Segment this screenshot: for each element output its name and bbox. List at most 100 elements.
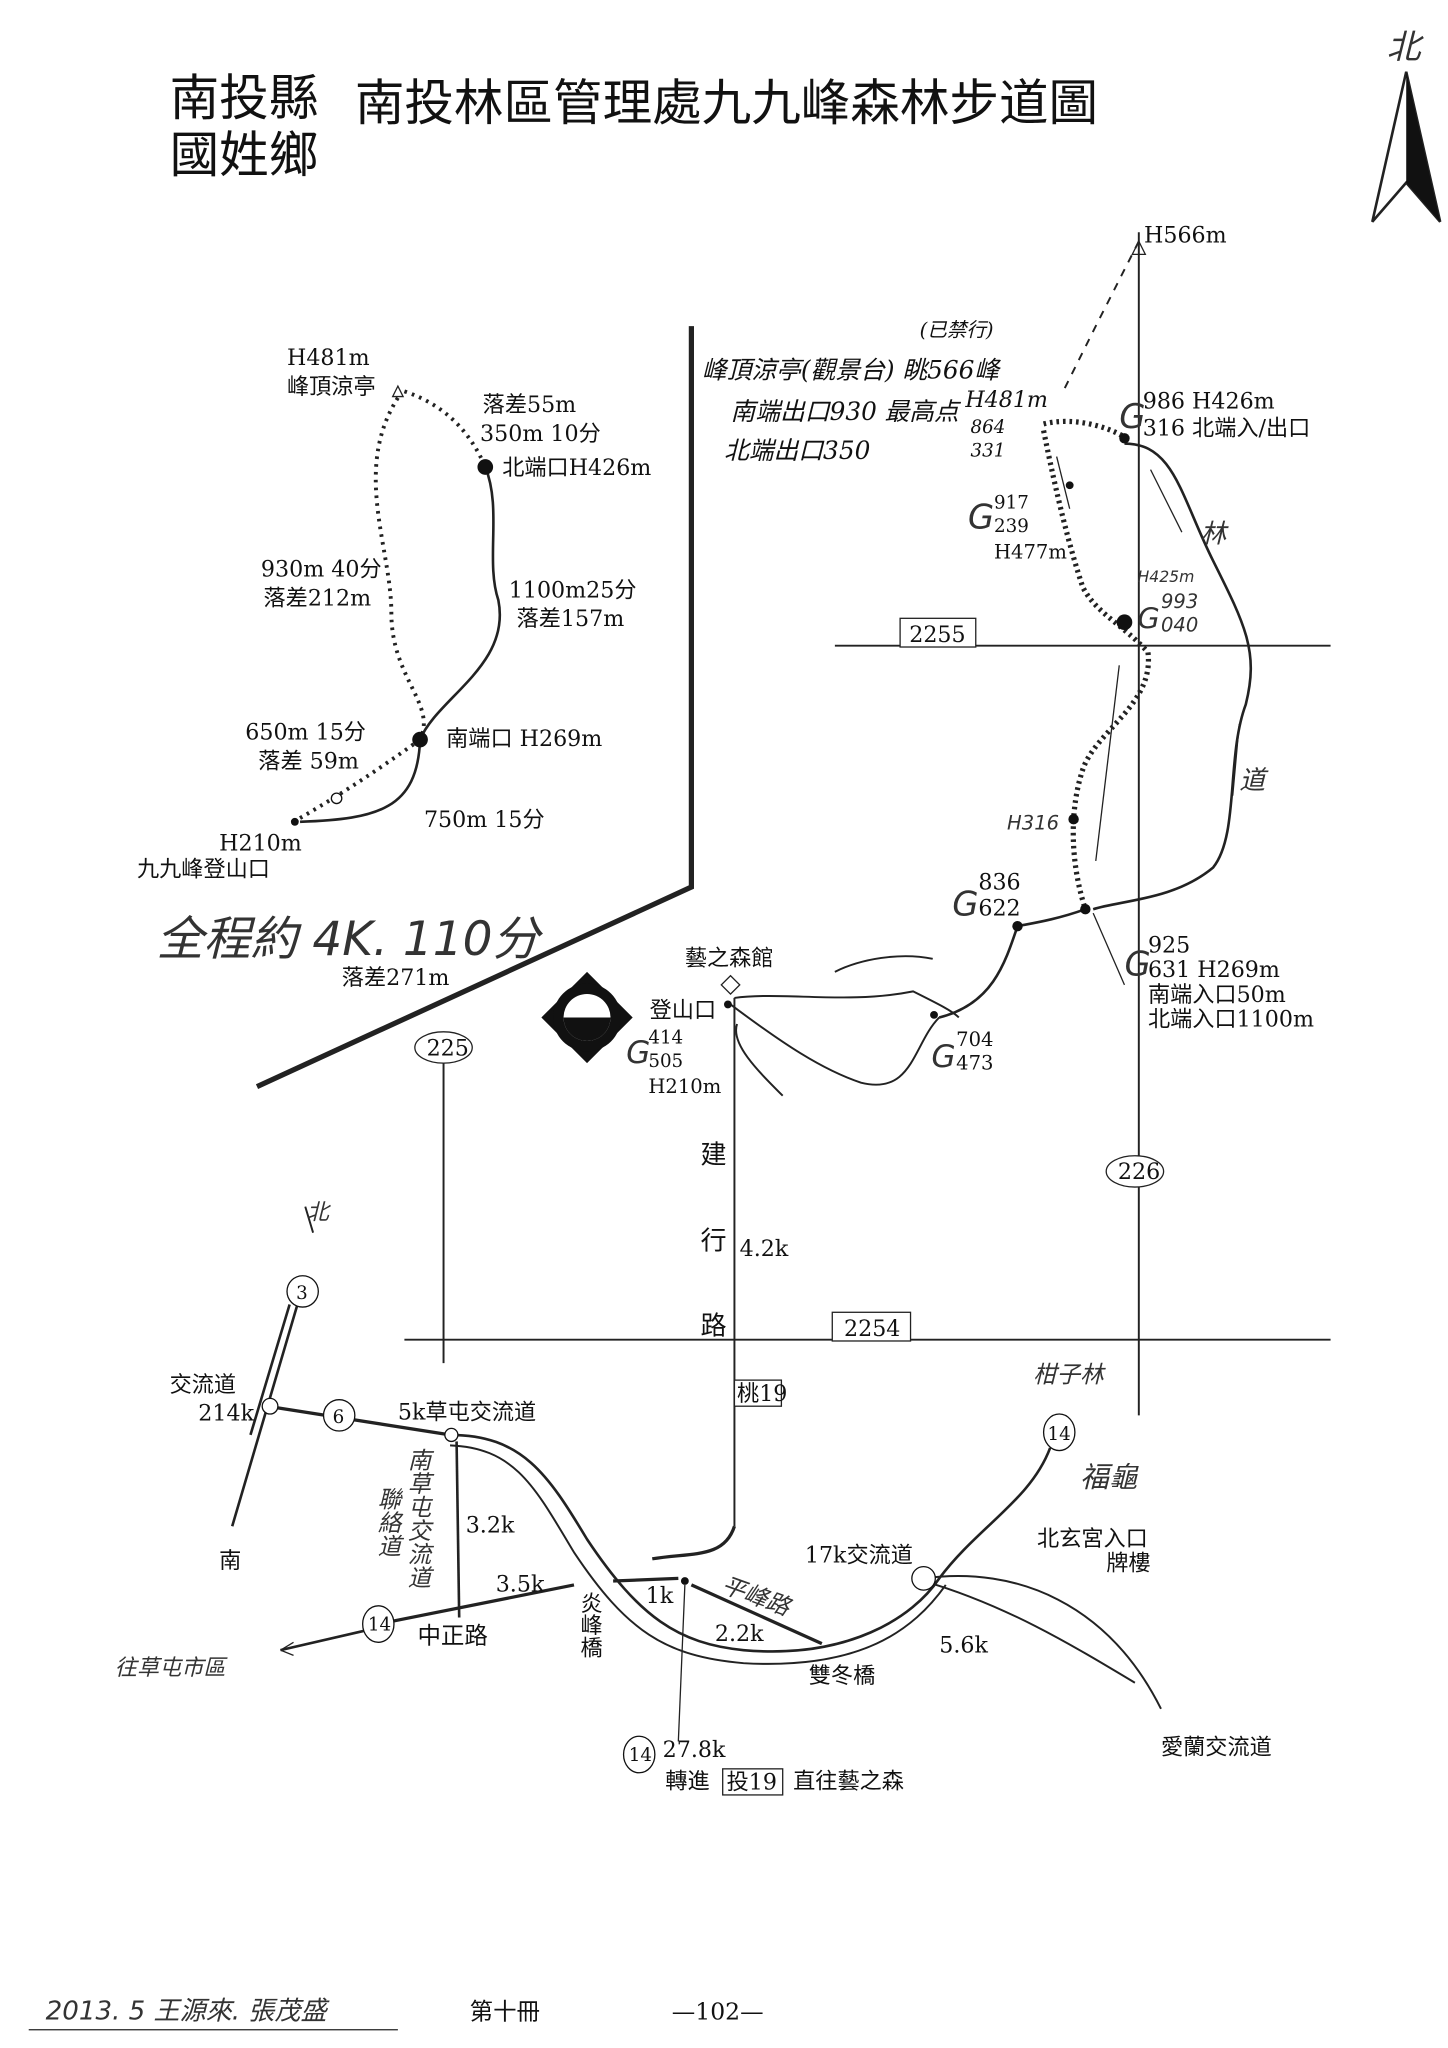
author-signature: 2013. 5 王源來. 張茂盛: [46, 1996, 331, 2026]
g316-label: 316 北端入/出口: [1143, 416, 1311, 442]
h210-label: H210m: [648, 1075, 721, 1098]
h316-label: H316: [1007, 812, 1059, 835]
north-arrow-icon: 北: [1371, 28, 1442, 223]
g505-label: 505: [648, 1051, 683, 1072]
road-225: 225: [427, 1035, 469, 1061]
g622-label: 622: [978, 896, 1020, 922]
distance-1k: 1k: [646, 1583, 674, 1609]
forestry-logo-icon: [541, 971, 633, 1064]
note-highest: 最高点: [884, 397, 962, 426]
g473-label: 473: [956, 1052, 993, 1075]
ailan-interchange: 愛蘭交流道: [1161, 1734, 1272, 1760]
divider-line: [255, 326, 694, 1089]
g925-label: 925: [1148, 932, 1190, 958]
h425-label: H425m: [1138, 567, 1195, 586]
g-marker: G: [1119, 397, 1145, 436]
g917-label: 917: [994, 493, 1029, 514]
peak-height: H481m: [287, 345, 370, 371]
segment-930: 930m 40分: [261, 557, 382, 583]
interchange-17k: 17k交流道: [805, 1543, 913, 1569]
route-tou19: 投19: [727, 1770, 777, 1796]
total-distance-time: 全程約 4K. 110分: [157, 912, 544, 967]
note-g331: 331: [971, 441, 1006, 462]
distance-5-6k: 5.6k: [939, 1633, 988, 1659]
h477-label: H477m: [994, 540, 1067, 563]
caotun-interchange: 5k草屯交流道: [398, 1399, 536, 1425]
g414-label: 414: [648, 1028, 683, 1049]
turn-label: 轉進: [665, 1768, 709, 1794]
north-label-small: 北: [307, 1200, 332, 1226]
km-214: 214k: [198, 1401, 254, 1427]
road-226: 226: [1118, 1159, 1160, 1185]
dao-label: 道: [1239, 766, 1269, 796]
note-h481: H481m: [964, 387, 1048, 413]
g-marker: G: [931, 1039, 955, 1075]
drop-55: 落差55m: [483, 392, 577, 418]
south-entrance: 南端口 H269m: [446, 726, 602, 752]
road-tao19: 桃19: [737, 1381, 787, 1407]
distance-3-5k: 3.5k: [496, 1571, 545, 1597]
trailhead-label: 登山口: [650, 997, 716, 1023]
north-entrance: 北端口H426m: [502, 455, 651, 481]
north-entrance-1100m: 北端入口1100m: [1148, 1007, 1314, 1033]
township-label: 國姓鄉: [170, 126, 319, 184]
map-title: 南投林區管理處九九峰森林步道圖: [355, 74, 1098, 132]
fugui: 福龜: [1080, 1460, 1140, 1494]
total-drop: 落差271m: [342, 965, 450, 991]
g986-label: 986 H426m: [1143, 388, 1275, 414]
highway-3: 3: [296, 1283, 308, 1304]
note-pavilion: 峰頂涼亭(觀景台) 眺566峰: [702, 355, 1002, 384]
road-name-lu: 路: [701, 1311, 727, 1341]
g-marker: G: [626, 1035, 650, 1071]
road-name-jian: 建: [701, 1141, 727, 1171]
interchange-label: 交流道: [170, 1372, 236, 1398]
g993-label: 993: [1161, 590, 1198, 613]
highway-14: 14: [1048, 1424, 1071, 1445]
road-name-xing: 行: [701, 1227, 727, 1257]
segment-650: 650m 15分: [245, 720, 366, 746]
art-museum-label: 藝之森館: [685, 945, 774, 971]
volume-label: 第十冊: [470, 1997, 540, 2025]
g239-label: 239: [994, 516, 1029, 537]
distance-3-2k: 3.2k: [466, 1513, 515, 1539]
km-27-8: 27.8k: [663, 1737, 726, 1763]
segment-1100: 1100m25分: [509, 577, 637, 603]
shuangdong-bridge: 雙冬橋: [809, 1663, 875, 1689]
highway-14: 14: [368, 1615, 391, 1636]
south-entrance-50m: 南端入口50m: [1148, 982, 1286, 1008]
g040-label: 040: [1161, 613, 1198, 636]
g-marker: G: [952, 885, 978, 924]
segment-750: 750m 15分: [424, 807, 545, 833]
note-north-exit: 北端出口350: [724, 436, 870, 465]
road-2254: 2254: [844, 1316, 900, 1342]
drop-157: 落差157m: [517, 606, 625, 632]
drop-212: 落差212m: [264, 585, 372, 611]
trail-loop: [720, 240, 1253, 1097]
h566-label: H566m: [1144, 223, 1227, 249]
paifang: 牌樓: [1106, 1551, 1150, 1577]
g-marker: G: [1124, 945, 1150, 984]
trailhead-height: H210m: [219, 831, 302, 857]
g836-label: 836: [978, 870, 1020, 896]
highway-6: 6: [333, 1407, 345, 1428]
south-label: 南: [219, 1548, 241, 1574]
peak-name: 峰頂涼亭: [287, 374, 376, 400]
distance-2-2k: 2.2k: [715, 1621, 764, 1647]
distance-4-2k: 4.2k: [740, 1236, 789, 1262]
segment-350: 350m 10分: [480, 421, 601, 447]
north-label: 北: [1387, 28, 1425, 67]
road-2255: 2255: [909, 622, 965, 648]
g631-label: 631 H269m: [1148, 957, 1280, 983]
g-marker: G: [1138, 602, 1160, 636]
page-number: —102—: [672, 1997, 764, 2025]
to-caotun: 往草屯市區: [115, 1655, 229, 1681]
trailhead-name: 九九峰登山口: [137, 857, 270, 883]
highway-14: 14: [629, 1745, 652, 1766]
highway-network: [230, 1206, 1162, 1796]
drop-59: 落差 59m: [258, 748, 359, 774]
beixuan-temple: 北玄宮入口: [1037, 1526, 1148, 1552]
overview-route: [290, 384, 502, 826]
lin-label: 林: [1200, 520, 1229, 550]
g704-label: 704: [956, 1028, 993, 1051]
to-art-forest: 直往藝之森: [793, 1768, 904, 1794]
